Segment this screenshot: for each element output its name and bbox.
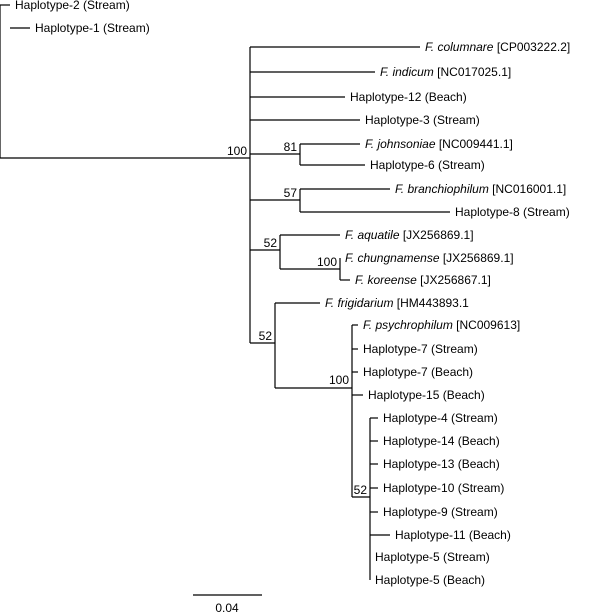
tip-label-h7s: Haplotype-7 (Stream) (363, 342, 478, 356)
taxon-name: Haplotype-6 (Stream) (370, 158, 485, 172)
taxon-name: Haplotype-5 (Stream) (375, 550, 490, 564)
taxon-name: Haplotype-7 (Beach) (363, 365, 473, 379)
taxon-name: Haplotype-15 (Beach) (368, 388, 485, 402)
taxon-name: [JX256869.1] (440, 251, 514, 265)
tip-label-ind: F. indicum [NC017025.1] (380, 65, 511, 79)
taxon-name: Haplotype-7 (Stream) (363, 342, 478, 356)
support-value-aquatile_clade: 52 (264, 236, 278, 250)
taxon-name: [NC009441.1] (436, 137, 513, 151)
species-name: F. columnare (425, 40, 494, 54)
tip-label-h8: Haplotype-8 (Stream) (455, 205, 570, 219)
taxon-name: Haplotype-9 (Stream) (383, 505, 498, 519)
tip-label-h4: Haplotype-4 (Stream) (383, 411, 498, 425)
tip-label-h1: Haplotype-1 (Stream) (35, 21, 150, 35)
tip-label-chu: F. chungnamense [JX256869.1] (345, 251, 514, 265)
species-name: F. aquatile (345, 228, 400, 242)
taxon-name: Haplotype-2 (Stream) (15, 0, 130, 12)
tip-label-h11: Haplotype-11 (Beach) (395, 528, 511, 542)
support-value-chungnamense_clade: 100 (317, 255, 337, 269)
taxon-name: Haplotype-8 (Stream) (455, 205, 570, 219)
tip-label-h15: Haplotype-15 (Beach) (368, 388, 485, 402)
taxon-name: [NC016001.1] (489, 182, 566, 196)
tip-label-h12: Haplotype-12 (Beach) (350, 90, 467, 104)
scale-bar-label: 0.04 (215, 601, 239, 615)
tip-label-h9: Haplotype-9 (Stream) (383, 505, 498, 519)
tip-label-h7b: Haplotype-7 (Beach) (363, 365, 473, 379)
tip-label-h2: Haplotype-2 (Stream) (15, 0, 130, 12)
tip-label-h6: Haplotype-6 (Stream) (370, 158, 485, 172)
support-value-psychrophilum_clade: 100 (329, 373, 349, 387)
species-name: F. psychrophilum (363, 318, 453, 332)
taxon-name: Haplotype-12 (Beach) (350, 90, 467, 104)
tip-label-joh: F. johnsoniae [NC009441.1] (365, 137, 513, 151)
taxon-name: [JX256867.1] (417, 273, 491, 287)
tip-label-h5s: Haplotype-5 (Stream) (375, 550, 490, 564)
support-value-root_clade: 100 (227, 144, 247, 158)
taxon-name: Haplotype-10 (Stream) (383, 481, 504, 495)
tip-label-kor: F. koreense [JX256867.1] (355, 273, 491, 287)
taxon-name: Haplotype-11 (Beach) (395, 528, 511, 542)
taxon-name: Haplotype-14 (Beach) (383, 434, 500, 448)
support-value-branchiophilum_clade: 57 (284, 186, 298, 200)
species-name: F. johnsoniae (365, 137, 436, 151)
tip-label-aqu: F. aquatile [JX256869.1] (345, 228, 474, 242)
tip-label-psy: F. psychrophilum [NC009613] (363, 318, 520, 332)
support-value-frigidarium_clade: 52 (259, 329, 273, 343)
taxon-name: [JX256869.1] (400, 228, 474, 242)
species-name: F. indicum (380, 65, 434, 79)
taxon-name: Haplotype-13 (Beach) (383, 457, 500, 471)
species-name: F. koreense (355, 273, 417, 287)
taxon-name: Haplotype-5 (Beach) (375, 573, 485, 587)
tip-label-h10: Haplotype-10 (Stream) (383, 481, 504, 495)
tip-label-fri: F. frigidarium [HM443893.1 (325, 296, 469, 310)
species-name: F. chungnamense (345, 251, 440, 265)
tip-label-h13: Haplotype-13 (Beach) (383, 457, 500, 471)
tip-label-bra: F. branchiophilum [NC016001.1] (395, 182, 566, 196)
tip-label-h5b: Haplotype-5 (Beach) (375, 573, 485, 587)
taxon-name: Haplotype-1 (Stream) (35, 21, 150, 35)
support-value-johnsoniae_clade: 81 (284, 140, 298, 154)
taxon-name: Haplotype-3 (Stream) (365, 113, 480, 127)
species-name: F. frigidarium (325, 296, 393, 310)
taxon-name: [CP003222.2] (493, 40, 570, 54)
tip-label-col: F. columnare [CP003222.2] (425, 40, 570, 54)
taxon-name: [NC009613] (453, 318, 520, 332)
tip-label-h3: Haplotype-3 (Stream) (365, 113, 480, 127)
species-name: F. branchiophilum (395, 182, 489, 196)
taxon-name: [NC017025.1] (434, 65, 511, 79)
taxon-name: Haplotype-4 (Stream) (383, 411, 498, 425)
support-value-haplotype_clade: 52 (354, 483, 368, 497)
tip-label-h14: Haplotype-14 (Beach) (383, 434, 500, 448)
taxon-name: [HM443893.1 (393, 296, 469, 310)
